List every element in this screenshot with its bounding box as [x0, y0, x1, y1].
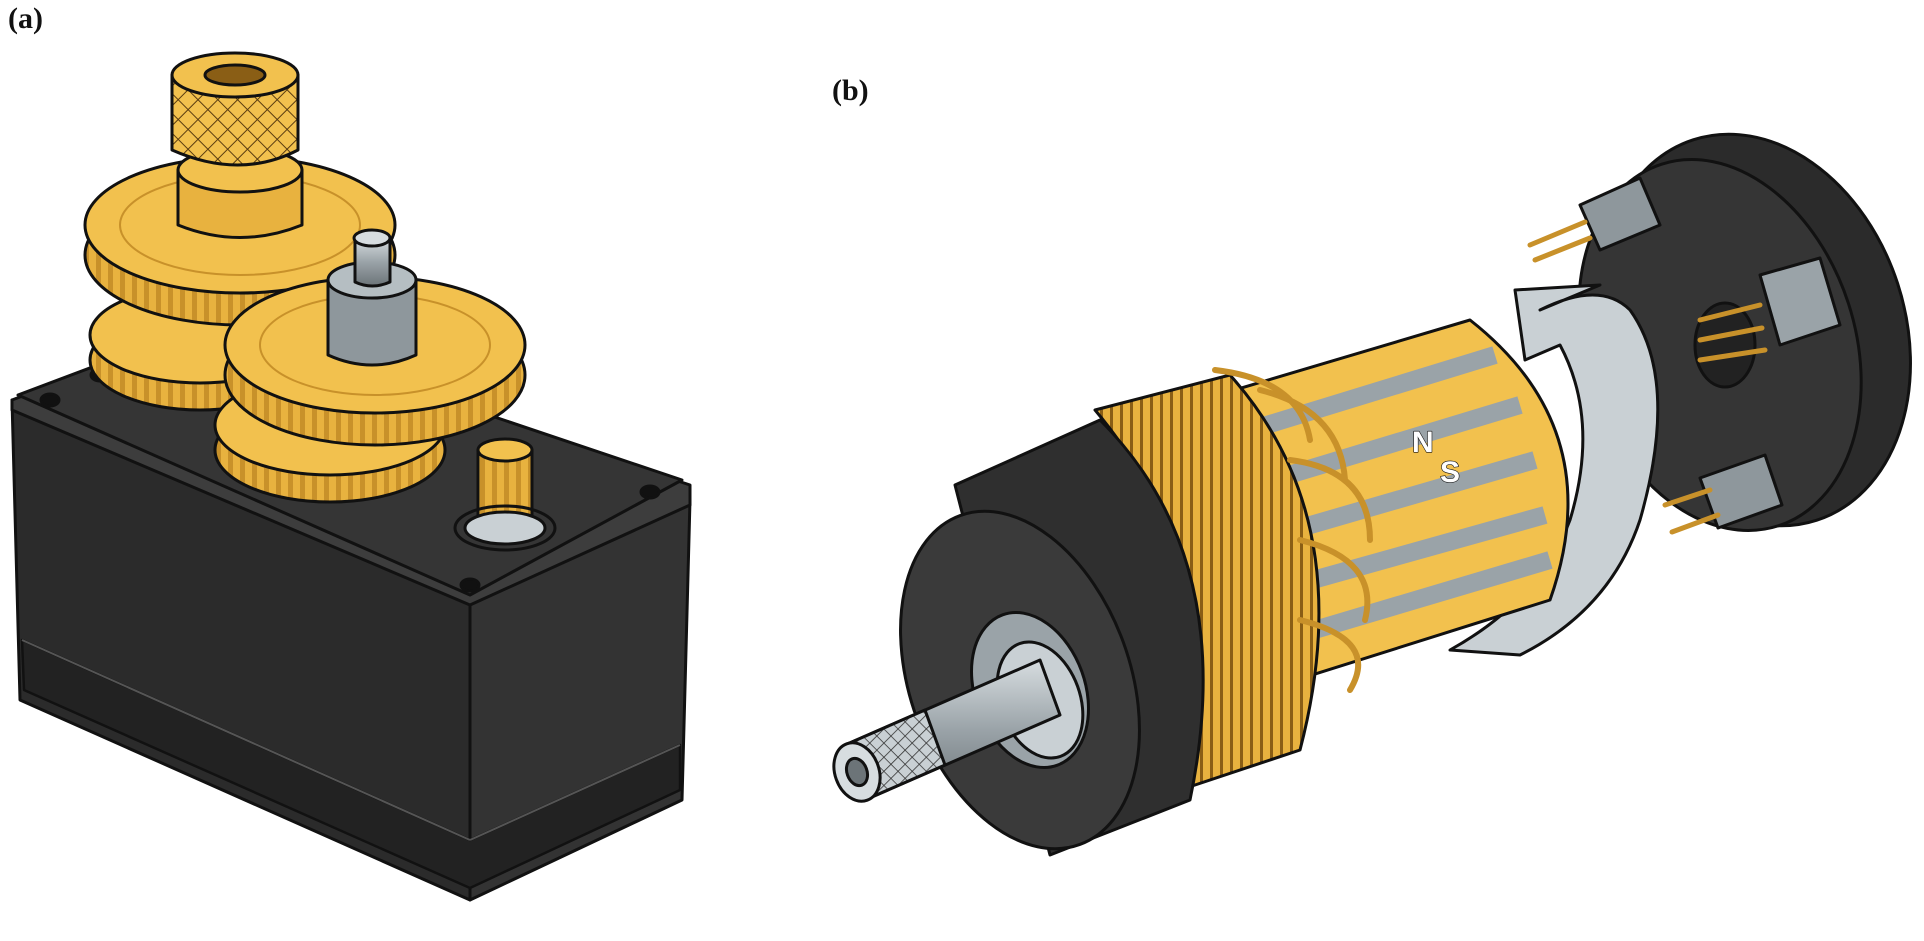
magnet-south-label: S: [1440, 456, 1460, 489]
rotation-arrow: [1448, 283, 1660, 657]
end-cap-bearing: [1693, 301, 1757, 389]
servo-motor: [10, 51, 692, 902]
mounting-hole: [639, 484, 661, 500]
panel-b-label: (b): [832, 74, 869, 107]
mounting-hole: [459, 577, 481, 593]
brush-lower: [1698, 453, 1784, 530]
output-shaft-bore: [203, 63, 267, 87]
steel-pinion-gear: [326, 278, 418, 367]
mounting-hole: [39, 392, 61, 408]
dc-motor-exploded: N S: [832, 132, 1912, 857]
panel-a-label: (a): [8, 2, 43, 35]
knurled-output-shaft: [170, 73, 300, 167]
brush-upper: [1578, 176, 1662, 252]
terminal-block: [1758, 256, 1842, 347]
magnet-north-label: N: [1412, 426, 1434, 459]
steel-pinion-shaft: [353, 236, 392, 288]
motor-shaft-bushing: [463, 510, 547, 546]
